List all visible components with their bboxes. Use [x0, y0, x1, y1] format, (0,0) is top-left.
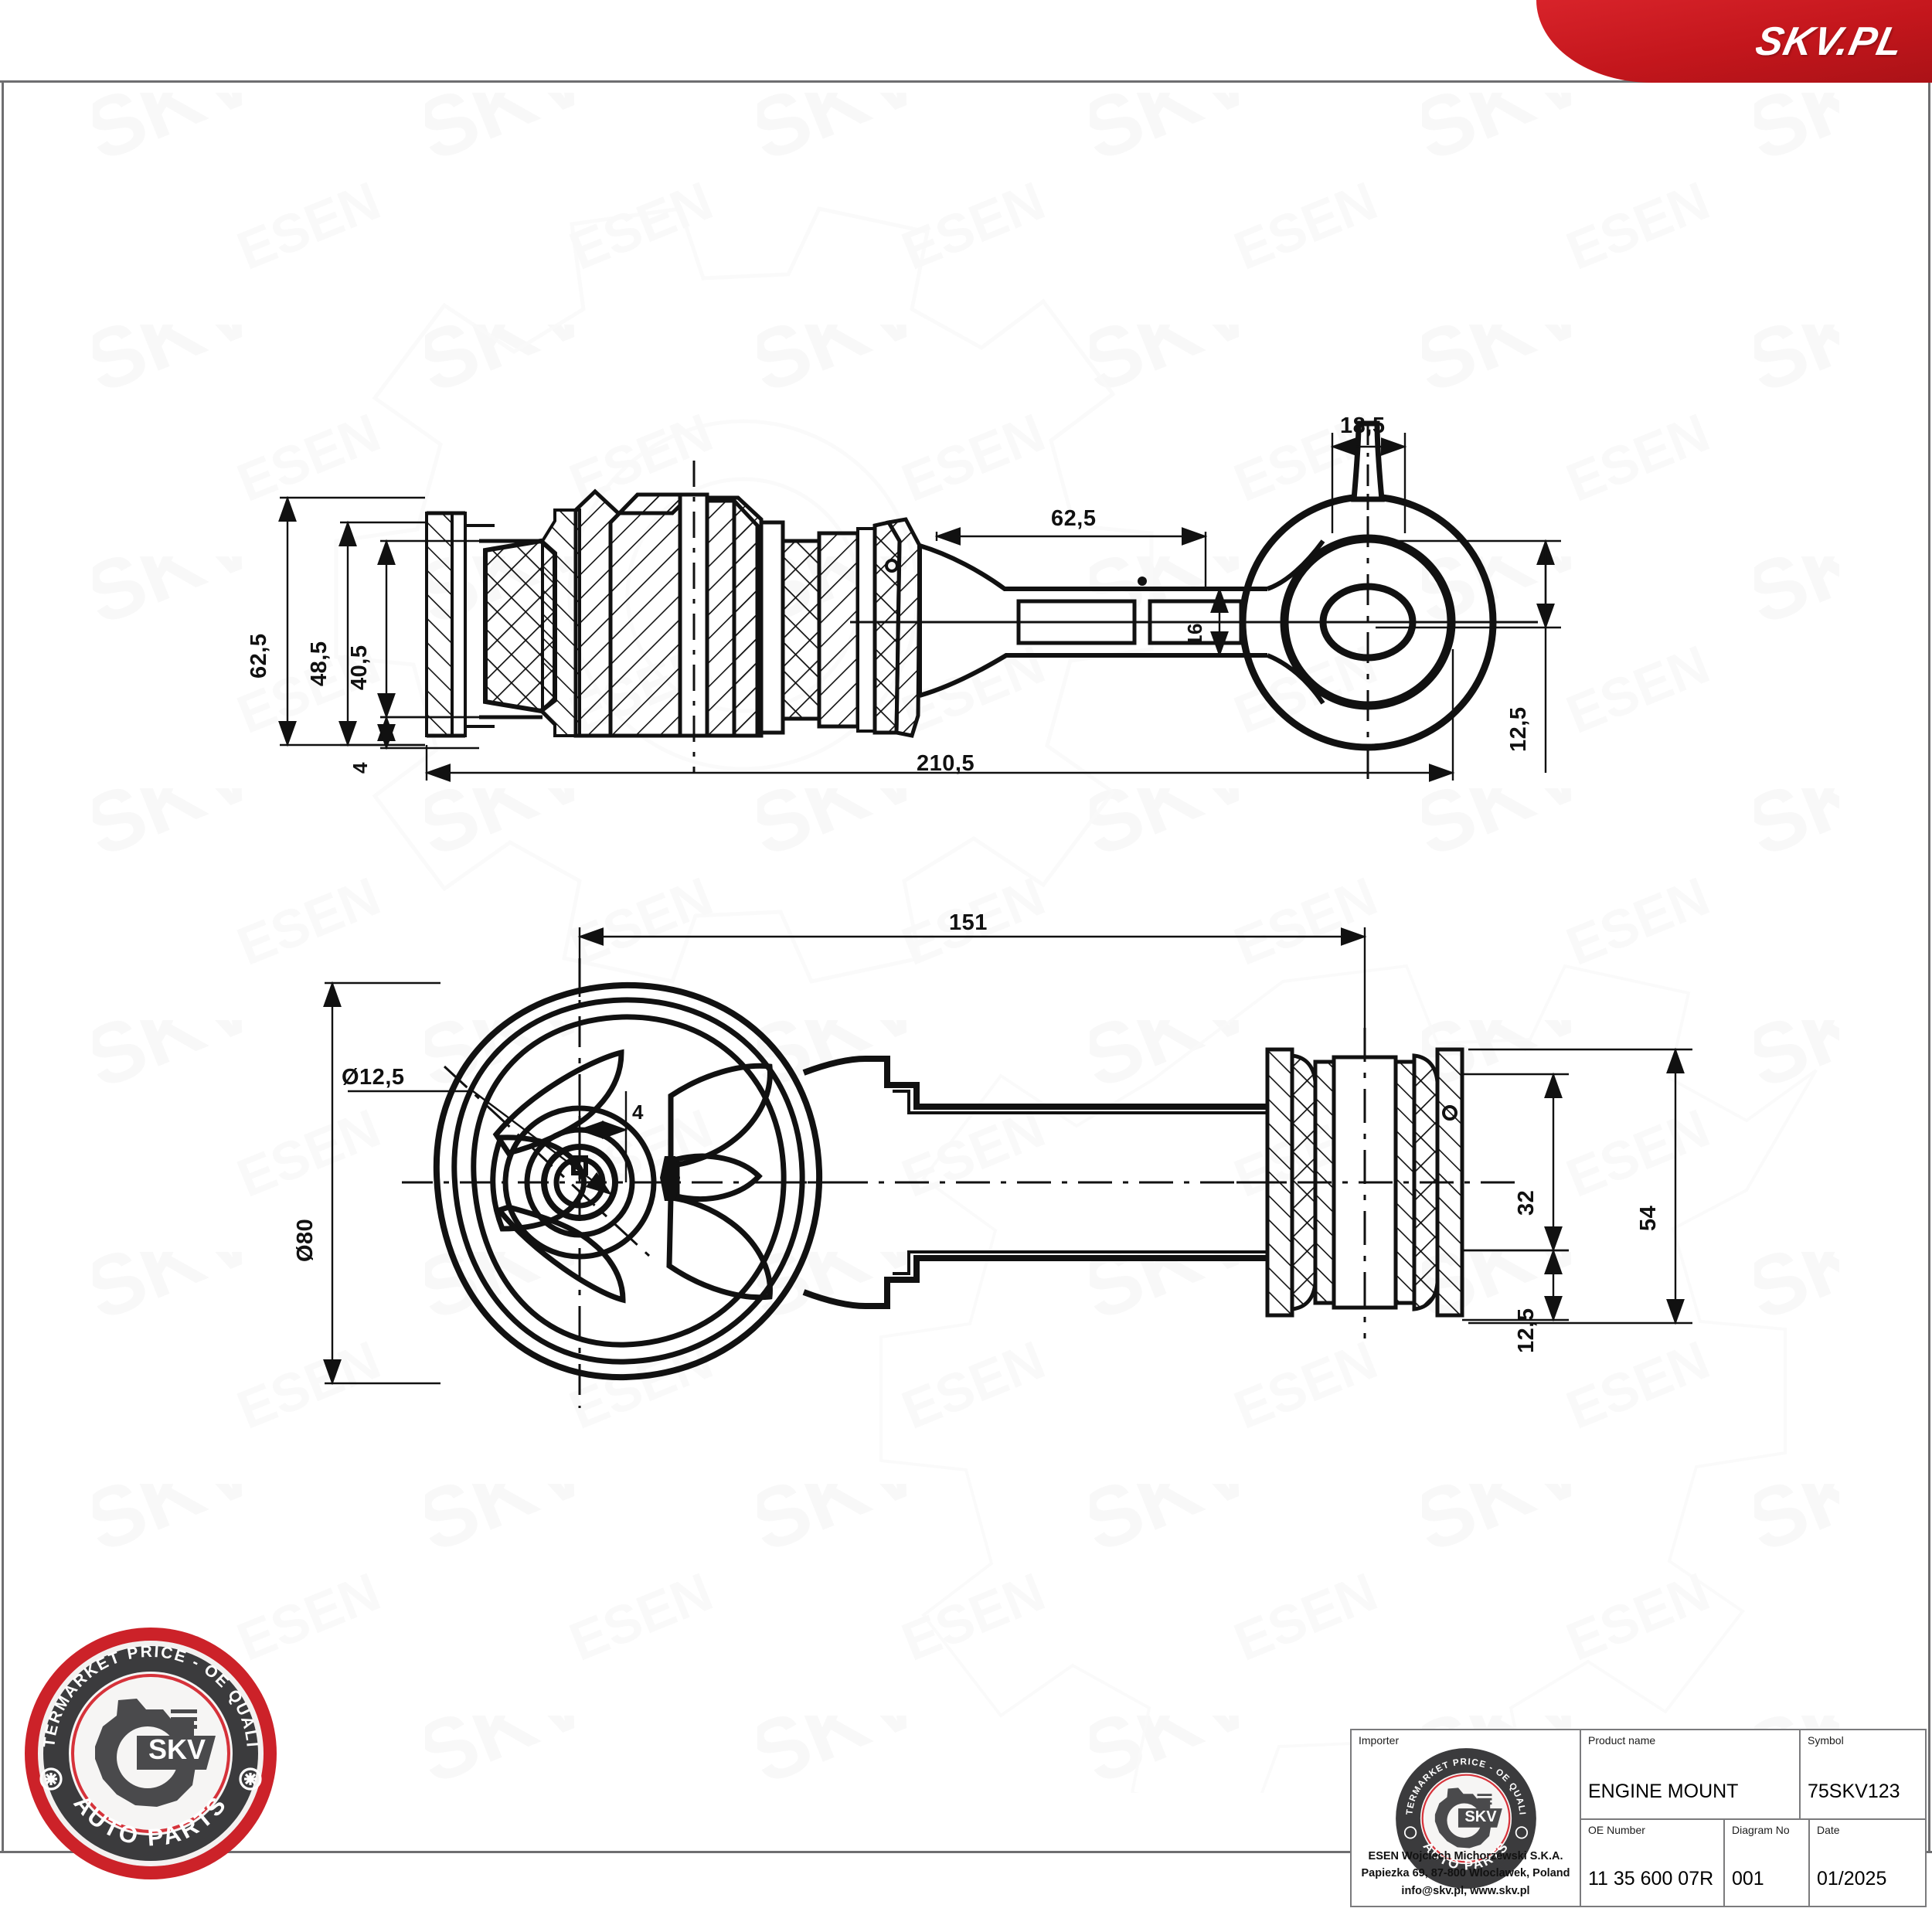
dim-top-height-40-5: 40,5: [347, 645, 372, 690]
importer-label: Importer: [1359, 1734, 1400, 1747]
title-block-importer-cell: Importer AFTERMARKET PRICE - OE QUALITY …: [1352, 1730, 1581, 1906]
banner-red-shape: [1536, 0, 1932, 83]
gear-icon-small: SKV: [1434, 1787, 1502, 1849]
dim-plan-offset-4: 4: [632, 1100, 644, 1124]
date-value: 01/2025: [1817, 1868, 1887, 1889]
importer-address-block: ESEN Wojciech Michorzewski S.K.A. Papiez…: [1352, 1848, 1580, 1900]
title-block-row-top: Product name ENGINE MOUNT Symbol 75SKV12…: [1581, 1730, 1925, 1820]
skv-quality-badge: AFTERMARKET PRICE - OE QUALITY AUTO PART…: [23, 1626, 277, 1879]
symbol-value: 75SKV123: [1808, 1781, 1900, 1802]
importer-street-address: Papiezka 69, 87-800 Wloclawek, Poland: [1361, 1867, 1570, 1880]
importer-contact: info@skv.pl, www.skv.pl: [1401, 1884, 1530, 1897]
product-name-cell: Product name ENGINE MOUNT: [1581, 1730, 1799, 1818]
diagram-no-label: Diagram No: [1732, 1824, 1790, 1836]
oe-number-cell: OE Number 11 35 600 07R: [1581, 1820, 1723, 1906]
dim-top-length-210-5: 210,5: [917, 751, 975, 776]
date-label: Date: [1817, 1824, 1840, 1836]
dim-top-web-16: 16: [1183, 623, 1206, 646]
title-block-row-bottom: OE Number 11 35 600 07R Diagram No 001 D…: [1581, 1820, 1925, 1906]
frame-border-top: [0, 80, 1932, 83]
dim-top-eye-12-5: 12,5: [1506, 706, 1531, 752]
product-name-label: Product name: [1588, 1734, 1656, 1747]
title-block: Importer AFTERMARKET PRICE - OE QUALITY …: [1350, 1729, 1927, 1907]
dim-plan-bush-54: 54: [1636, 1205, 1661, 1231]
skv-badge-small: AFTERMARKET PRICE - OE QUALITY AUTO PART…: [1395, 1747, 1536, 1889]
date-cell: Date 01/2025: [1808, 1820, 1925, 1906]
product-name-value: ENGINE MOUNT: [1588, 1781, 1739, 1802]
diagram-no-value: 001: [1732, 1868, 1764, 1889]
frame-border-bottom: [0, 1851, 1932, 1853]
dim-plan-bush-12-5: 12,5: [1514, 1308, 1539, 1353]
diagram-no-cell: Diagram No 001: [1723, 1820, 1808, 1906]
oe-number-value: 11 35 600 07R: [1588, 1868, 1714, 1889]
dim-top-arm-62-5: 62,5: [1051, 506, 1097, 531]
dim-top-height-62-5: 62,5: [247, 633, 271, 679]
dim-top-eye-18-5: 18,5: [1340, 413, 1386, 438]
frame-border-left: [2, 80, 4, 1853]
dim-plan-body-diameter: Ø80: [293, 1218, 318, 1262]
bottom-plan-view: [323, 927, 1692, 1408]
symbol-cell: Symbol 75SKV123: [1799, 1730, 1925, 1818]
banner-brand-text: SKV.PL: [1751, 19, 1908, 64]
badge-center-text: SKV: [148, 1733, 206, 1765]
title-block-fields: Product name ENGINE MOUNT Symbol 75SKV12…: [1581, 1730, 1925, 1906]
symbol-label: Symbol: [1808, 1734, 1844, 1747]
dim-plan-length-151: 151: [949, 910, 988, 935]
watermark-pattern: SKV ESEN: [93, 93, 1839, 1793]
gear-icon: SKV: [95, 1699, 216, 1807]
top-sectional-view: [278, 420, 1561, 786]
oe-number-label: OE Number: [1588, 1824, 1645, 1836]
dim-top-height-4: 4: [349, 762, 372, 774]
skv-brand-banner: SKV.PL: [1536, 0, 1932, 83]
dim-plan-bush-32: 32: [1514, 1189, 1539, 1216]
importer-company-name: ESEN Wojciech Michorzewski S.K.A.: [1368, 1849, 1563, 1862]
dim-plan-bore-diameter: Ø12,5: [342, 1065, 405, 1090]
badge-small-center-text: SKV: [1464, 1808, 1497, 1825]
dim-top-height-48-5: 48,5: [307, 641, 332, 686]
frame-border-right: [1928, 0, 1930, 1853]
